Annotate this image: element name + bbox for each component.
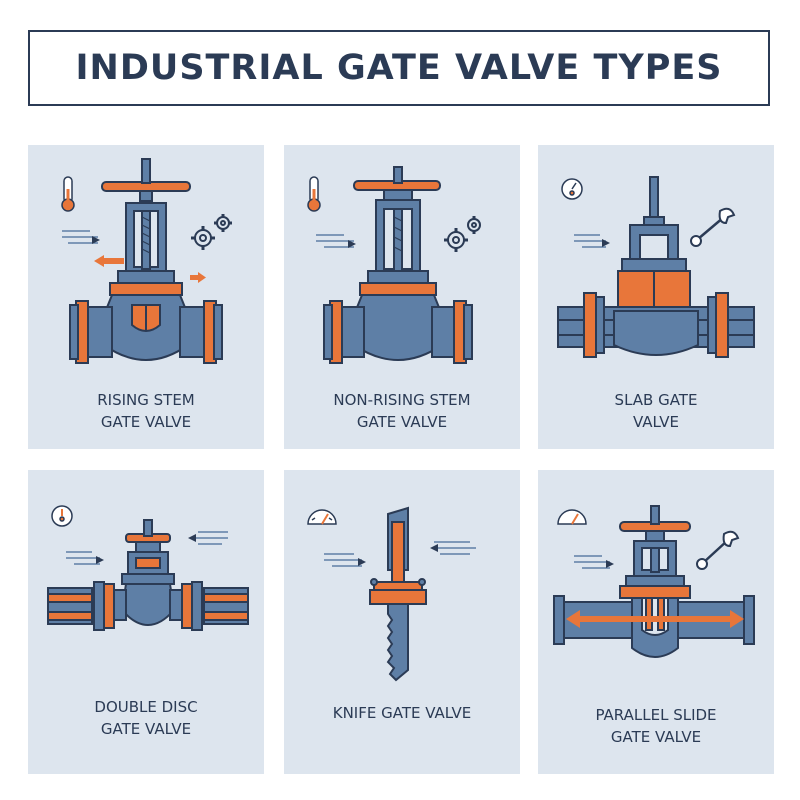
pressure-gauge-icon (561, 178, 583, 200)
caption-line2: GATE VALVE (356, 413, 448, 431)
valve-body (323, 166, 473, 364)
caption: KNIFE GATE VALVE (284, 702, 520, 724)
flow-arrow-right (190, 272, 206, 283)
valve-body (557, 176, 755, 358)
slab-gate-valve-illustration (557, 176, 755, 358)
caption-line2: GATE VALVE (100, 720, 192, 738)
caption-line1: RISING STEM (97, 391, 195, 409)
double-disc-valve-illustration (47, 505, 249, 631)
valve-body (553, 505, 755, 658)
gears-icon (191, 214, 232, 250)
panel-slab-gate: SLAB GATE VALVE (538, 145, 774, 449)
flow-lines-right (188, 531, 228, 545)
panel-non-rising-stem: NON-RISING STEM GATE VALVE (284, 145, 520, 449)
gauge-icon (307, 509, 337, 525)
valve-body (47, 519, 249, 631)
knife-gate-valve-illustration (307, 506, 476, 682)
flow-lines (574, 555, 614, 569)
gauge-icon (557, 509, 587, 525)
page-title: INDUSTRIAL GATE VALVE TYPES (75, 48, 723, 88)
caption-line2: GATE VALVE (100, 413, 192, 431)
wrench-icon (696, 530, 740, 570)
caption-line2: VALVE (632, 413, 679, 431)
flow-lines-left (324, 553, 366, 567)
caption-line1: KNIFE GATE VALVE (332, 704, 472, 722)
panel-parallel-slide: PARALLEL SLIDE GATE VALVE (538, 470, 774, 774)
parallel-slide-valve-illustration (553, 505, 755, 658)
caption-line1: SLAB GATE (614, 391, 698, 409)
caption: RISING STEM GATE VALVE (28, 389, 264, 433)
caption-line2: GATE VALVE (610, 728, 702, 746)
flow-lines (574, 234, 610, 248)
valve-body (369, 506, 427, 682)
caption: DOUBLE DISC GATE VALVE (28, 696, 264, 740)
pressure-gauge-icon (51, 505, 73, 527)
rising-stem-valve-illustration (61, 158, 232, 364)
panel-rising-stem: RISING STEM GATE VALVE (28, 145, 264, 449)
wrench-icon (690, 207, 736, 247)
flow-arrow-left (94, 255, 124, 267)
flow-lines (316, 234, 356, 248)
flow-lines-right (430, 541, 476, 555)
title-banner: INDUSTRIAL GATE VALVE TYPES (28, 30, 770, 106)
double-arrow (566, 610, 744, 628)
caption-line1: DOUBLE DISC (94, 698, 198, 716)
caption: SLAB GATE VALVE (538, 389, 774, 433)
gears-icon (444, 216, 481, 252)
caption-line1: NON-RISING STEM (333, 391, 471, 409)
thermometer-icon (61, 176, 75, 212)
caption-line1: PARALLEL SLIDE (595, 706, 717, 724)
flow-lines-left (66, 551, 104, 565)
thermometer-icon (307, 176, 321, 212)
panel-double-disc: DOUBLE DISC GATE VALVE (28, 470, 264, 774)
valve-body (69, 158, 223, 364)
caption: PARALLEL SLIDE GATE VALVE (538, 704, 774, 748)
non-rising-stem-valve-illustration (307, 166, 481, 364)
caption: NON-RISING STEM GATE VALVE (284, 389, 520, 433)
flow-arrow-icon (62, 230, 100, 244)
panel-knife-gate: KNIFE GATE VALVE (284, 470, 520, 774)
